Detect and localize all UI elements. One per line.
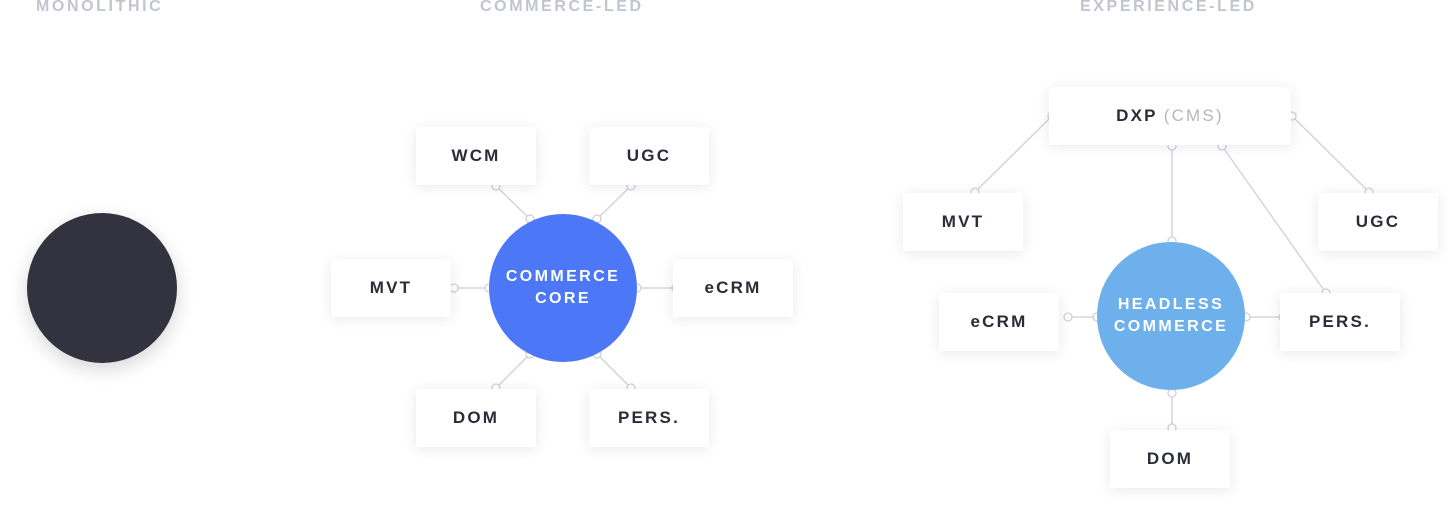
connector-dxp-ugc (1291, 115, 1370, 193)
dxp-note: (CMS) (1163, 106, 1224, 125)
node-pers-exp: PERS. (1280, 293, 1400, 351)
node-dxp: DXP (CMS) (1049, 87, 1291, 145)
commerce-core-line-1: COMMERCE (505, 268, 621, 285)
commerce-led-title: COMMERCE-LED (480, 0, 644, 15)
connector-ugc (596, 185, 632, 220)
connector-dom (495, 353, 531, 389)
node-dom: DOM (416, 389, 536, 447)
dot (1063, 312, 1073, 322)
dxp-label: DXP (1116, 106, 1158, 125)
node-wcm: WCM (416, 127, 536, 185)
connector-dxp-mvt (974, 115, 1053, 193)
dot (449, 283, 459, 293)
node-ugc: UGC (589, 127, 709, 185)
monolith-circle (27, 213, 177, 363)
headless-core-line-2: COMMERCE (1113, 318, 1229, 335)
node-ecrm: eCRM (673, 259, 793, 317)
connector-wcm (495, 185, 531, 220)
dot (1167, 388, 1177, 398)
node-pers: PERS. (589, 389, 709, 447)
node-dom-exp: DOM (1110, 430, 1230, 488)
commerce-core-circle: COMMERCE CORE (489, 214, 637, 362)
experience-led-title: EXPERIENCE-LED (1080, 0, 1257, 15)
node-ecrm-exp: eCRM (939, 293, 1059, 351)
node-ugc-exp: UGC (1318, 193, 1438, 251)
connector-dxp-pers (1221, 145, 1327, 294)
commerce-core-line-2: CORE (535, 290, 591, 307)
connector-pers (596, 353, 632, 389)
headless-core-line-1: HEADLESS (1117, 296, 1225, 313)
node-mvt-exp: MVT (903, 193, 1023, 251)
monolithic-title: MONOLITHIC (36, 0, 164, 15)
headless-commerce-circle: HEADLESS COMMERCE (1097, 242, 1245, 390)
node-mvt: MVT (331, 259, 451, 317)
